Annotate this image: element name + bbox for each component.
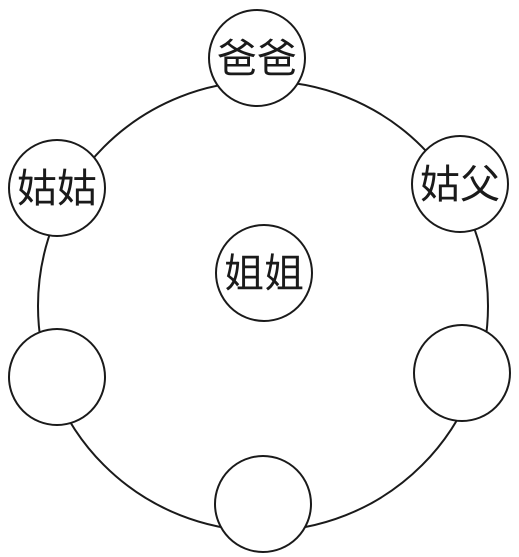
seat-top-circle	[208, 9, 306, 107]
seat-lower-left-circle	[8, 328, 106, 426]
center-seat: 姐姐	[215, 224, 313, 322]
seat-lower-right	[413, 324, 511, 422]
seat-bottom	[214, 455, 312, 553]
seat-upper-right-circle	[411, 135, 509, 233]
seat-lower-left	[8, 328, 106, 426]
seat-bottom-circle	[214, 455, 312, 553]
center-seat-circle	[215, 224, 313, 322]
seat-upper-left-circle	[8, 139, 106, 237]
seat-upper-left-label: 姑姑	[17, 166, 97, 212]
seat-top-label: 爸爸	[217, 36, 297, 82]
seat-upper-right: 姑父	[411, 135, 509, 233]
seat-upper-right-label: 姑父	[420, 162, 500, 208]
seat-lower-right-circle	[413, 324, 511, 422]
seat-top: 爸爸	[208, 9, 306, 107]
seat-upper-left: 姑姑	[8, 139, 106, 237]
center-seat-label: 姐姐	[224, 251, 304, 297]
